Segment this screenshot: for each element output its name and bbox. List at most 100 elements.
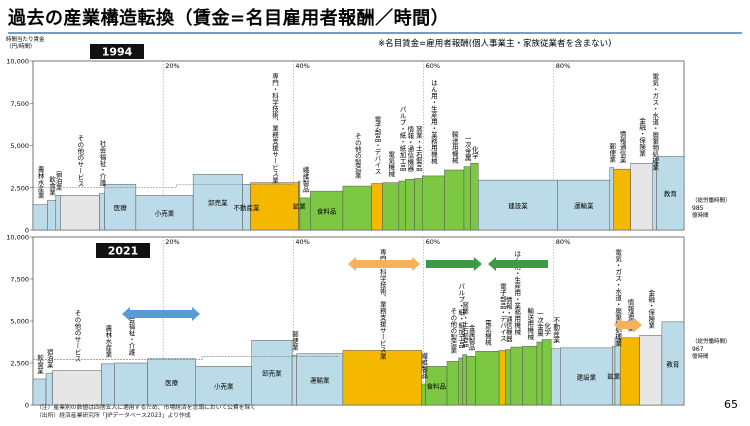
- page-title: 過去の産業構造転換（賃金=名目雇用者報酬／時間）: [8, 8, 450, 29]
- industry-bar: [536, 341, 543, 406]
- footnote-source: （出所）経済産業研究所「JIPデータベース2023」より作成: [36, 413, 191, 419]
- industry-bar: [639, 335, 663, 406]
- industry-label: その他のサービス: [73, 310, 81, 363]
- total-hours-label: （総労働時間）: [692, 337, 731, 345]
- industry-label: パルプ・紙・紙加工品: [457, 283, 465, 350]
- total-hours-unit: 億時間: [692, 352, 709, 360]
- shift-arrow-orange-small: [614, 318, 642, 332]
- industry-label: 繊維製品: [420, 351, 428, 380]
- industry-label: 不動産業: [234, 203, 261, 212]
- shift-arrow-green-right: [426, 257, 482, 271]
- industry-bar: [656, 156, 685, 231]
- industry-label: 繊維製品: [301, 165, 309, 194]
- total-hours-label: （総労働時間）: [692, 196, 731, 204]
- industry-label: 医療: [114, 203, 128, 212]
- industry-bar: [104, 184, 137, 231]
- industry-bar: [398, 180, 406, 231]
- industry-label: 運輸業: [574, 201, 594, 210]
- industry-label: 輸送用機械: [526, 306, 534, 341]
- industry-label: 宿泊業: [54, 169, 62, 191]
- y-tick-label: 0: [25, 227, 29, 235]
- industry-bar: [55, 195, 61, 231]
- industry-label: はん用・生産用・業務用機械: [429, 79, 437, 165]
- industry-label: 卸売業: [262, 369, 282, 378]
- total-hours-unit: 億時間: [692, 211, 709, 219]
- industry-label: 電気機械: [483, 319, 491, 347]
- industry-bar: [446, 361, 460, 406]
- x-percent-label: 20%: [165, 62, 179, 70]
- industry-label: 食料品: [427, 382, 447, 391]
- industry-bar: [609, 167, 614, 231]
- industry-label: その他の製造業: [449, 308, 457, 355]
- total-hours-value: 985: [692, 205, 704, 212]
- y-tick-label: 5,000: [10, 318, 29, 326]
- x-percent-label: 40%: [295, 238, 309, 246]
- industry-label: 農林水産業: [104, 324, 112, 359]
- industry-bar: [421, 383, 426, 406]
- industry-label: 化学: [470, 145, 478, 160]
- industry-bar: [475, 350, 500, 406]
- x-percent-label: 60%: [426, 62, 440, 70]
- industry-label: 専門・科学技術、業務支援サービス業: [271, 72, 279, 185]
- industry-bar: [291, 355, 297, 406]
- industry-bar: [371, 183, 383, 231]
- total-hours-value: 967: [692, 346, 704, 353]
- industry-label: 一次金属: [463, 135, 471, 162]
- industry-label: 窯業・土石製品: [414, 124, 422, 172]
- industry-label: 食料品: [317, 207, 337, 216]
- industry-label: 教育: [664, 189, 678, 198]
- x-percent-label: 20%: [165, 238, 179, 246]
- industry-bar: [47, 200, 57, 231]
- average-wage-line: [33, 355, 339, 360]
- industry-bar: [342, 185, 372, 231]
- industry-bar: [463, 166, 471, 231]
- industry-label: はん用・生産用・業務用機械: [513, 250, 521, 336]
- industry-bar: [135, 195, 194, 231]
- industry-label: 情報通信業: [618, 129, 626, 164]
- industry-label: 情報・通信機器: [406, 125, 414, 173]
- y-tick-label: 10,000: [6, 234, 29, 242]
- industry-label: 金融・保険業: [647, 288, 655, 330]
- industry-bar: [510, 346, 523, 406]
- industry-bar: [45, 372, 53, 406]
- industry-label: 医療: [165, 378, 179, 387]
- year-label: 2021: [108, 245, 139, 258]
- industry-bar: [614, 337, 621, 406]
- industry-bar: [405, 179, 415, 231]
- y-tick-label: 10,000: [6, 58, 29, 66]
- industry-bar: [444, 169, 465, 231]
- industry-bar: [52, 370, 102, 406]
- industry-bar: [630, 162, 654, 231]
- industry-label: 専門・科学技術、業務支援サービス業: [378, 248, 386, 361]
- industry-bar: [101, 363, 115, 406]
- industry-label: 電子部品・デバイス: [498, 282, 506, 341]
- industry-bar: [414, 178, 423, 231]
- industry-label: 一次金属: [535, 310, 543, 337]
- industry-bar: [251, 340, 293, 406]
- industry-bar: [541, 339, 552, 406]
- industry-label: 運輸業: [310, 375, 330, 384]
- industry-label: 社会福祉・介護: [127, 308, 135, 356]
- y-tick-label: 2,500: [10, 184, 29, 192]
- y-tick-label: 5,000: [10, 142, 29, 150]
- industry-bar: [613, 168, 631, 231]
- industry-label: 電気・ガス・水道・廃棄物処理業: [614, 249, 622, 348]
- industry-label: 鉱業: [293, 201, 307, 210]
- industry-bar: [342, 350, 422, 406]
- y-axis-unit-line1: 時間当たり賃金: [6, 37, 45, 43]
- industry-label: パルプ・紙・紙加工品: [398, 106, 406, 173]
- industry-label: 社会福祉・介護: [98, 139, 106, 187]
- industry-bar: [652, 161, 657, 231]
- industry-bar: [550, 348, 561, 406]
- industry-bar: [522, 345, 538, 406]
- industry-label: 郵便業: [608, 143, 616, 164]
- industry-bar: [661, 321, 685, 406]
- industry-bar: [470, 162, 479, 231]
- footnote-note: （注）産業別の数値は四捨五入に適用するため、市場経済を念頭において公費を除く: [36, 405, 257, 411]
- y-tick-label: 0: [25, 402, 29, 410]
- x-percent-label: 80%: [556, 62, 570, 70]
- industry-label: 情報・通信機器: [504, 295, 512, 343]
- year-badge: [90, 44, 144, 59]
- industry-label: 飲食業: [48, 175, 56, 197]
